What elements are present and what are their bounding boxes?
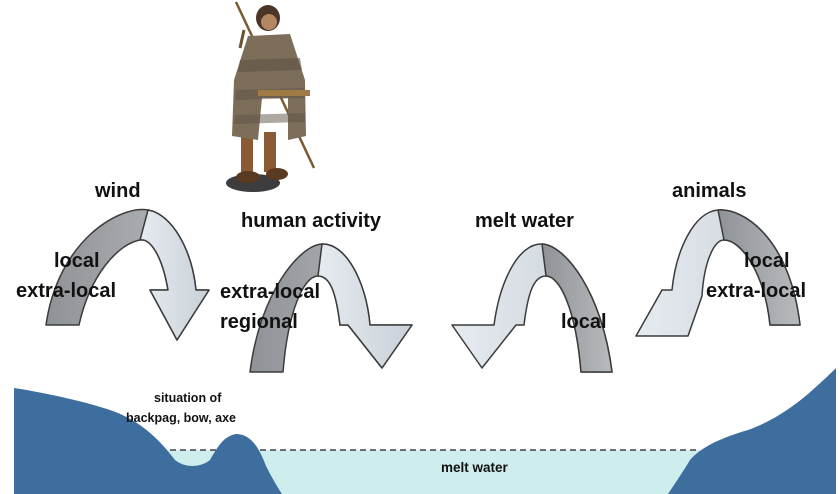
iceman-figure — [226, 1, 316, 192]
melt-water-top-label: melt water — [475, 210, 574, 232]
situation-label-line1: situation of — [154, 391, 222, 405]
human-regional-label: regional — [220, 311, 298, 333]
melt-local-label: local — [561, 311, 607, 333]
human-extra-local-label: extra-local — [220, 281, 321, 303]
wind-extra-local-label: extra-local — [16, 280, 117, 302]
animals-extra-local-label: extra-local — [706, 280, 807, 302]
melt-water-bottom-label: melt water — [441, 460, 508, 475]
left-terrain — [14, 388, 282, 494]
situation-label-line2: backpag, bow, axe — [126, 411, 236, 425]
right-terrain — [668, 368, 836, 494]
wind-local-label: local — [54, 250, 100, 272]
wind-label: wind — [95, 180, 141, 202]
animals-label: animals — [672, 180, 747, 202]
melt-water-pool — [160, 450, 700, 494]
human-activity-label: human activity — [241, 210, 382, 232]
animals-local-label: local — [744, 250, 790, 272]
